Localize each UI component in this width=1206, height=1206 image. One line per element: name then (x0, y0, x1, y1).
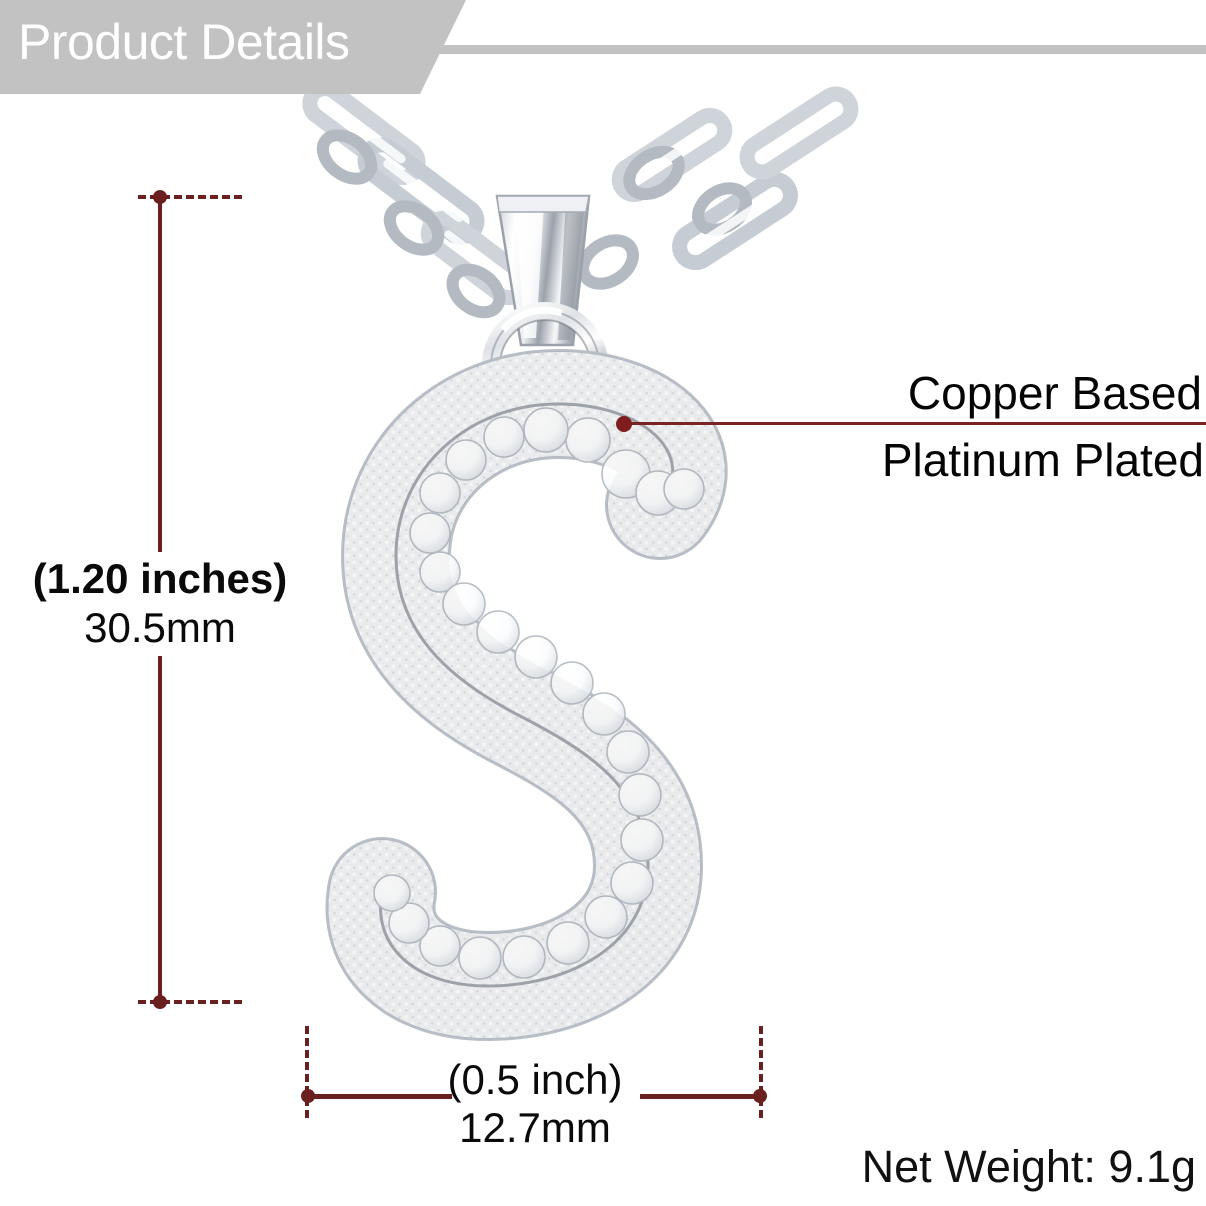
header-rule (424, 45, 1206, 54)
height-extension-line-bottom (138, 1000, 242, 1004)
callout-anchor-dot (616, 416, 632, 432)
height-arrow-bottom (153, 995, 167, 1009)
height-dimension-label: (1.20 inches) 30.5mm (10, 552, 310, 656)
width-dimension-line-right (640, 1094, 761, 1099)
height-label-imperial: (1.20 inches) (32, 555, 288, 602)
width-label-imperial: (0.5 inch) (447, 1056, 623, 1103)
width-dimension-line-left (307, 1094, 452, 1099)
height-dimension-line-lower (158, 650, 162, 1004)
width-dimension-label: (0.5 inch) 12.7mm (380, 1055, 690, 1151)
height-arrow-top (153, 190, 167, 204)
width-label-metric: 12.7mm (459, 1104, 611, 1151)
height-dimension-line-upper (158, 197, 162, 553)
callout-label-line1: Copper Based (907, 367, 1202, 419)
height-extension-line-top (138, 195, 242, 199)
pave-stone-highlights (381, 415, 683, 957)
chain-right (577, 86, 859, 290)
net-weight-label: Net Weight: 9.1g (861, 1141, 1196, 1192)
callout-leader-line (628, 422, 1206, 425)
page-title: Product Details (18, 14, 350, 70)
callout-label-line2: Platinum Plated (881, 434, 1204, 486)
width-arrow-left (301, 1089, 315, 1103)
width-arrow-right (753, 1089, 767, 1103)
header-banner (0, 0, 466, 94)
letter-pendant (300, 330, 820, 1050)
width-extension-line-left (305, 1026, 309, 1118)
height-label-metric: 30.5mm (84, 604, 236, 651)
width-extension-line-right (759, 1026, 763, 1118)
chain-left (302, 81, 532, 319)
